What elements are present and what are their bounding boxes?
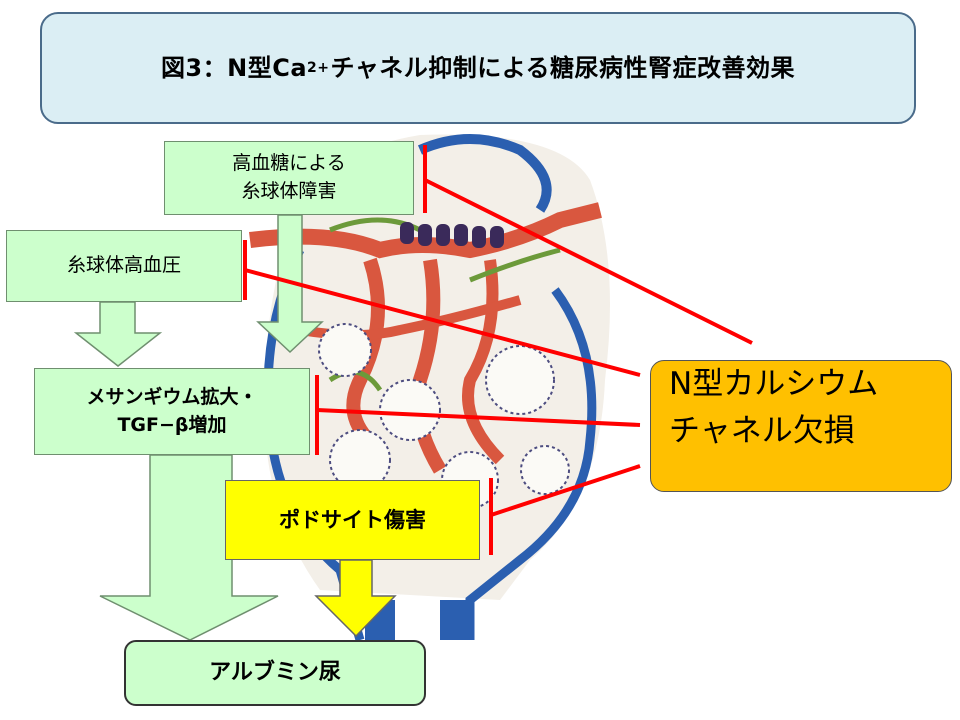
capillary-loop — [462, 259, 505, 465]
glomerular-hypertension-box: 糸球体高血圧 — [6, 230, 242, 302]
afferent-arteriole — [249, 202, 602, 259]
arrow-podocyte-to-albuminuria — [314, 559, 397, 638]
mesangial-line2: TGF−β増加 — [117, 413, 227, 436]
capillary-lumen — [520, 445, 570, 495]
n-type-channel-box: N型カルシウム チャネル欠損 — [650, 360, 952, 492]
albuminuria-box: アルブミン尿 — [124, 640, 426, 706]
capillary-loop — [410, 258, 447, 474]
hyperglycemia-line1: 高血糖による — [232, 152, 346, 175]
hyperglycemia-box: 高血糖による 糸球体障害 — [164, 141, 414, 215]
n-type-line1: N型カルシウム — [669, 366, 879, 402]
podocyte-label: ポドサイト傷害 — [279, 507, 426, 532]
hyperglycemia-line2: 糸球体障害 — [241, 180, 337, 202]
podocyte-box: ポドサイト傷害 — [225, 480, 480, 560]
mesangial-strand — [469, 247, 561, 283]
title-prefix: 図3：N型Ca — [160, 53, 308, 82]
mesangial-line1: メサンギウム拡大・ — [86, 385, 258, 408]
distal-tubule — [440, 600, 470, 640]
title-suffix: チャネル抑制による糖尿病性腎症改善効果 — [330, 53, 796, 82]
inhibition-lines — [243, 145, 753, 555]
n-type-line2: チャネル欠損 — [669, 412, 855, 449]
inhibit-line-mesangial — [316, 408, 641, 427]
capillary-loop — [346, 257, 385, 456]
capillary-lumen — [485, 345, 555, 415]
capillary-lumen — [318, 323, 372, 377]
capillary-lumen — [379, 379, 441, 441]
inhibit-line-hypertension — [244, 268, 641, 377]
juxtaglomerular-cells — [400, 222, 504, 248]
arrow-hypertension-to-mesangial — [73, 301, 163, 367]
bowman-capsule-right — [465, 287, 597, 640]
bowman-capsule — [417, 134, 552, 213]
capillary-lumen — [329, 429, 391, 491]
glomerular-hypertension-label: 糸球体高血圧 — [66, 254, 181, 277]
title-superscript: 2+ — [307, 59, 330, 76]
albuminuria-label: アルブミン尿 — [209, 660, 341, 686]
arrow-mesangial-to-albuminuria — [99, 454, 279, 641]
inhibit-line-podocyte — [490, 464, 641, 517]
inhibit-line-hyperglycemia — [424, 178, 753, 345]
mesangial-box: メサンギウム拡大・ TGF−β増加 — [34, 368, 310, 455]
